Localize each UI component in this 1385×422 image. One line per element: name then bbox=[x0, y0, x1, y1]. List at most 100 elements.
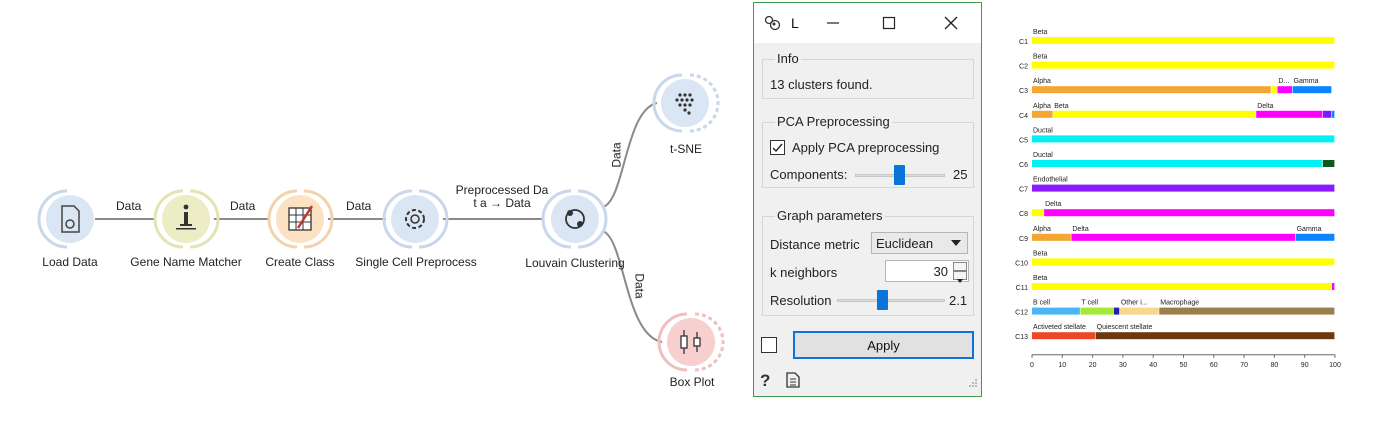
spin-down-button[interactable] bbox=[953, 271, 967, 283]
gear-icon bbox=[405, 209, 425, 229]
app-icon bbox=[764, 15, 782, 31]
x-tick-label: 50 bbox=[1180, 362, 1188, 369]
louvain-clustering-dialog[interactable]: L Info 13 clusters found. PCA Preprocess… bbox=[753, 2, 982, 397]
bar-segment bbox=[1095, 332, 1335, 340]
clustering-icon bbox=[565, 209, 585, 229]
segment-label: Beta bbox=[1033, 275, 1048, 282]
link-label: Data bbox=[632, 273, 647, 299]
workflow-canvas[interactable]: Load Data Gene Name Matcher Create Class… bbox=[0, 0, 750, 422]
close-icon bbox=[944, 16, 958, 30]
cluster-label: C3 bbox=[1019, 88, 1028, 95]
bar-segment bbox=[1295, 233, 1335, 241]
resolution-slider-track[interactable] bbox=[837, 299, 945, 302]
link-label: Preprocessed Da t a → Data bbox=[455, 183, 549, 210]
cluster-label: C12 bbox=[1015, 310, 1028, 317]
x-tick-label: 30 bbox=[1119, 362, 1127, 369]
bar-segment bbox=[1292, 86, 1332, 94]
bar-segment bbox=[1053, 110, 1256, 118]
bar-segment bbox=[1119, 307, 1159, 315]
segment-label: Alpha bbox=[1033, 226, 1051, 233]
segment-label: Activeted stellate bbox=[1033, 324, 1086, 331]
bar-segment bbox=[1271, 86, 1277, 94]
info-text: 13 clusters found. bbox=[770, 77, 873, 92]
k-neighbors-spinbox[interactable]: 30 bbox=[885, 260, 969, 283]
cluster-label: C8 bbox=[1019, 211, 1028, 218]
node-label-gene-name-matcher: Gene Name Matcher bbox=[130, 255, 242, 269]
cluster-label: C9 bbox=[1019, 236, 1028, 243]
bar-segment bbox=[1256, 110, 1323, 118]
cluster-label: C1 bbox=[1019, 39, 1028, 46]
link-louvain-to-boxplot[interactable] bbox=[602, 230, 663, 343]
auto-apply-checkbox[interactable] bbox=[761, 337, 777, 353]
bar-segment bbox=[1032, 37, 1335, 44]
link-louvain-to-tsne[interactable] bbox=[602, 102, 658, 208]
x-tick-label: 80 bbox=[1271, 362, 1279, 369]
bar-segment bbox=[1331, 283, 1335, 290]
bar-segment bbox=[1032, 283, 1332, 290]
minimize-button[interactable] bbox=[818, 9, 848, 37]
bar-segment bbox=[1032, 184, 1335, 192]
segment-label: Beta bbox=[1033, 54, 1048, 61]
node-label-single-cell-preprocess: Single Cell Preprocess bbox=[355, 255, 477, 269]
bar-segment bbox=[1032, 135, 1335, 143]
node-create-class[interactable] bbox=[267, 189, 334, 249]
distance-metric-select[interactable]: Euclidean bbox=[871, 232, 968, 254]
bar-segment bbox=[1032, 61, 1335, 69]
cluster-label: C10 bbox=[1015, 260, 1028, 267]
cluster-label: C7 bbox=[1019, 187, 1028, 194]
bar-segment bbox=[1032, 258, 1335, 266]
window-title: L bbox=[791, 15, 799, 31]
chevron-down-icon bbox=[951, 240, 961, 246]
x-tick-label: 100 bbox=[1329, 362, 1341, 369]
x-tick-label: 40 bbox=[1149, 362, 1157, 369]
help-icon[interactable]: ? bbox=[760, 371, 771, 390]
segment-label: T cell bbox=[1081, 300, 1098, 307]
node-louvain-clustering[interactable] bbox=[541, 189, 608, 249]
maximize-icon bbox=[882, 16, 896, 30]
spin-up-button[interactable] bbox=[953, 262, 967, 275]
segment-label: Macrophage bbox=[1160, 300, 1199, 307]
x-tick-label: 0 bbox=[1030, 362, 1034, 369]
bar-segment bbox=[1322, 160, 1335, 167]
node-label-louvain-clustering: Louvain Clustering bbox=[525, 256, 625, 270]
node-load-data[interactable] bbox=[37, 189, 94, 249]
node-t-sne[interactable] bbox=[652, 73, 720, 133]
bar-segment bbox=[1277, 86, 1292, 94]
maximize-button[interactable] bbox=[874, 9, 904, 37]
resize-grip-icon[interactable] bbox=[968, 375, 978, 393]
edit-table-icon bbox=[288, 205, 314, 231]
components-slider-handle[interactable] bbox=[894, 165, 905, 185]
tsne-icon bbox=[675, 93, 694, 115]
bar-segment bbox=[1322, 110, 1332, 118]
components-label: Components: bbox=[770, 167, 848, 182]
link-label: Data bbox=[609, 142, 624, 168]
info-box: Info 13 clusters found. bbox=[762, 51, 974, 99]
segment-label: Quiescent stellate bbox=[1097, 324, 1153, 331]
apply-pca-label[interactable]: Apply PCA preprocessing bbox=[792, 140, 940, 155]
cluster-label: C6 bbox=[1019, 162, 1028, 169]
report-icon[interactable] bbox=[786, 372, 800, 393]
bar-segment bbox=[1044, 209, 1335, 217]
apply-pca-checkbox[interactable] bbox=[770, 140, 785, 155]
cluster-label: C4 bbox=[1019, 113, 1028, 120]
cluster-label: C13 bbox=[1015, 334, 1028, 341]
node-single-cell-preprocess[interactable] bbox=[382, 189, 449, 249]
segment-label: Beta bbox=[1033, 29, 1048, 36]
node-label-t-sne: t-SNE bbox=[669, 142, 703, 156]
bar-segment bbox=[1032, 160, 1323, 167]
graph-parameters-box: Graph parameters Distance metric Euclide… bbox=[762, 208, 974, 316]
apply-button[interactable]: Apply bbox=[793, 331, 974, 359]
title-bar[interactable]: L bbox=[754, 3, 981, 43]
resolution-label: Resolution bbox=[770, 293, 832, 308]
bar-segment bbox=[1113, 307, 1120, 315]
node-box-plot[interactable] bbox=[657, 312, 725, 372]
checkmark-icon bbox=[772, 143, 783, 153]
segment-label: Delta bbox=[1257, 103, 1273, 110]
resolution-slider-handle[interactable] bbox=[877, 290, 888, 310]
node-label-box-plot: Box Plot bbox=[669, 375, 715, 389]
close-button[interactable] bbox=[936, 9, 966, 37]
node-gene-name-matcher[interactable] bbox=[153, 189, 220, 249]
apply-button-label: Apply bbox=[867, 337, 900, 353]
link-label: Data bbox=[346, 199, 372, 213]
